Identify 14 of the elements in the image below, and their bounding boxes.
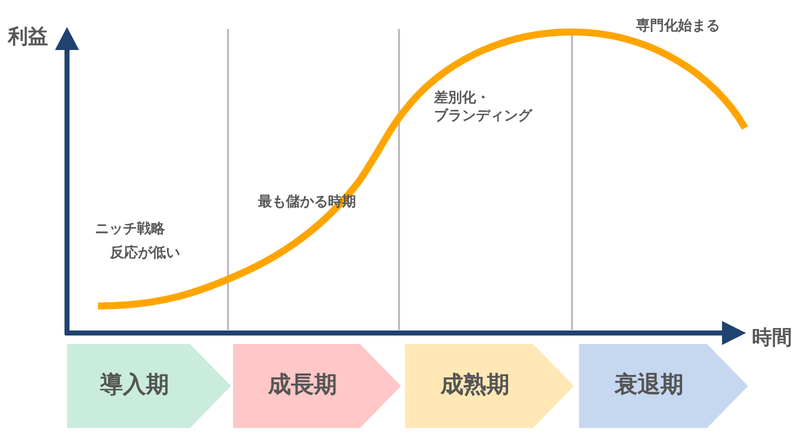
annotation-text: 専門化始まる bbox=[636, 17, 720, 36]
stage-banner bbox=[67, 344, 231, 428]
stage-banner bbox=[233, 344, 401, 428]
annotation-text: 差別化・ブランディング bbox=[434, 89, 534, 126]
annotation-text: 反応が低い bbox=[110, 244, 180, 262]
stage-banner bbox=[579, 344, 748, 428]
annotation-text: ニッチ戦略 bbox=[95, 220, 165, 238]
axis-label: 時間 bbox=[752, 324, 792, 350]
stage-banner bbox=[405, 344, 574, 428]
axis-label: 利益 bbox=[8, 23, 48, 49]
stage-label: 成熟期 bbox=[440, 372, 510, 400]
stage-label: 成長期 bbox=[268, 372, 338, 400]
stage-label: 衰退期 bbox=[614, 372, 684, 400]
stage-label: 導入期 bbox=[100, 372, 170, 400]
